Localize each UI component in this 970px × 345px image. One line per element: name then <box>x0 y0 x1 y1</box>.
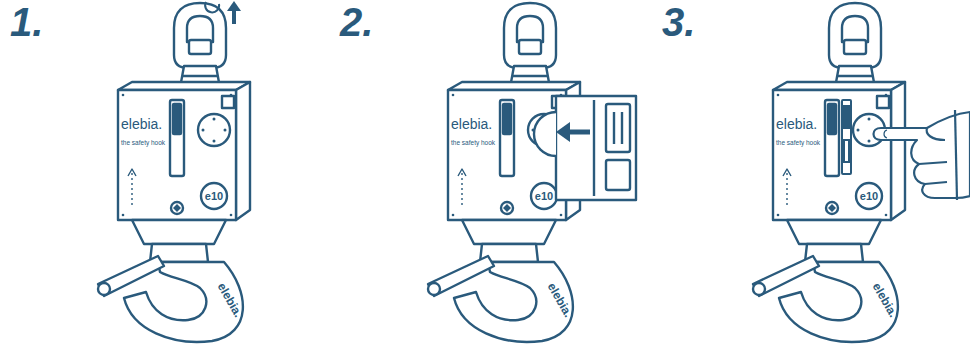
frame-border <box>665 48 965 331</box>
model-badge: e10 <box>535 191 553 202</box>
frame-border <box>343 48 643 331</box>
frame-outline <box>340 45 645 333</box>
hook-logo: elebia. <box>215 281 244 319</box>
model-badge: e10 <box>205 191 223 202</box>
frame-border <box>13 48 313 331</box>
brand-tagline: the safety hook <box>451 140 495 147</box>
step-number: 3. <box>662 2 695 42</box>
battery-module <box>842 100 851 174</box>
model-badge: e10 <box>860 191 878 202</box>
brand-logo: elebia. <box>121 117 162 131</box>
step-number: 1. <box>10 2 43 42</box>
brand-tagline: the safety hook <box>121 140 165 147</box>
hand <box>874 110 970 200</box>
brand-tagline: the safety hook <box>776 140 820 147</box>
brand-logo: elebia. <box>451 117 492 131</box>
hook-logo: elebia. <box>545 281 574 319</box>
frame-outline <box>662 45 967 333</box>
frame-outline <box>10 45 315 333</box>
step-frame: 3. <box>662 45 967 333</box>
hook-logo: elebia. <box>870 281 899 319</box>
hook-drawing <box>428 3 636 342</box>
brand-logo: elebia. <box>776 117 817 131</box>
step-number: 2. <box>340 2 373 42</box>
step-frame: 1. <box>10 45 315 333</box>
hook-drawing <box>98 1 250 342</box>
hook-drawing <box>753 3 970 342</box>
battery-module <box>534 96 636 200</box>
step-frame: 2. <box>340 45 645 333</box>
